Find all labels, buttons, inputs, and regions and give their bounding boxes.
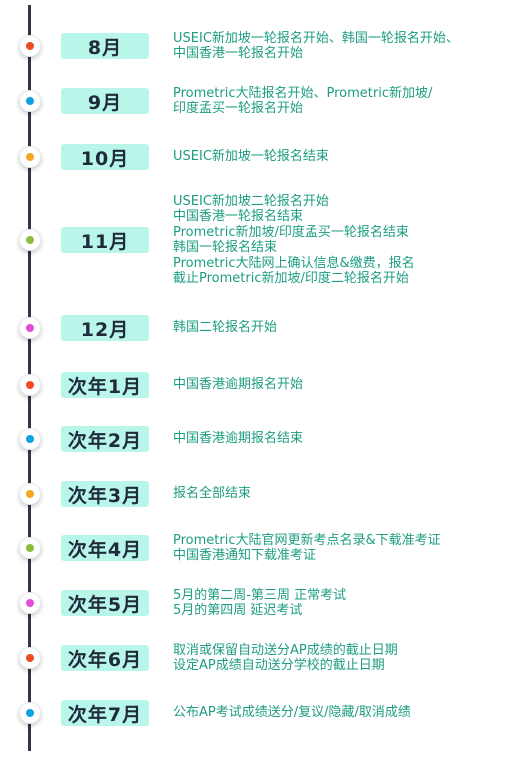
month-label: 次年1月 xyxy=(61,372,149,398)
timeline-dot xyxy=(19,483,41,505)
month-label: 次年4月 xyxy=(61,535,149,561)
event-line: 5月的第二周-第三周 正常考试 xyxy=(173,587,347,603)
event-description: 取消或保留自动送分AP成绩的截止日期设定AP成绩自动送分学校的截止日期 xyxy=(173,643,501,674)
timeline-dot-core xyxy=(26,153,34,161)
event-line: USEIC新加坡二轮报名开始 xyxy=(173,193,329,209)
month-label: 次年3月 xyxy=(61,481,149,507)
event-description: 韩国二轮报名开始 xyxy=(173,320,501,336)
event-line: Prometric大陆报名开始、Prometric新加坡/ xyxy=(173,85,433,101)
event-description: 中国香港逾期报名结束 xyxy=(173,431,501,447)
event-line: 韩国一轮报名结束 xyxy=(173,240,278,255)
month-label: 11月 xyxy=(61,227,149,253)
event-line: 印度孟买一轮报名开始 xyxy=(173,101,304,116)
event-description: 中国香港逾期报名开始 xyxy=(173,377,501,393)
timeline-dot xyxy=(19,146,41,168)
timeline-dot-core xyxy=(26,709,34,717)
timeline-dot xyxy=(19,702,41,724)
timeline-dot-core xyxy=(26,236,34,244)
timeline-dot xyxy=(19,428,41,450)
month-label: 12月 xyxy=(61,315,149,341)
event-line: 中国香港通知下载准考证 xyxy=(173,548,317,563)
month-label: 次年5月 xyxy=(61,590,149,616)
timeline-dot xyxy=(19,35,41,57)
month-label: 10月 xyxy=(61,144,149,170)
event-line: 中国香港逾期报名结束 xyxy=(173,431,304,447)
timeline-dot-core xyxy=(26,435,34,443)
timeline-dot-core xyxy=(26,490,34,498)
timeline-dot xyxy=(19,317,41,339)
timeline-dot xyxy=(19,374,41,396)
event-line: Prometric大陆网上确认信息&缴费，报名 xyxy=(173,255,415,271)
timeline-dot-core xyxy=(26,599,34,607)
month-label: 8月 xyxy=(61,33,149,59)
event-line: 中国香港一轮报名开始 xyxy=(173,46,304,61)
timeline-dot xyxy=(19,647,41,669)
timeline-dot-core xyxy=(26,544,34,552)
month-label: 次年2月 xyxy=(61,426,149,452)
timeline-dot-core xyxy=(26,42,34,50)
timeline-dot-core xyxy=(26,97,34,105)
event-description: 报名全部结束 xyxy=(173,486,501,502)
event-description: USEIC新加坡一轮报名结束 xyxy=(173,149,501,165)
timeline-dot xyxy=(19,537,41,559)
event-line: 公布AP考试成绩送分/复议/隐藏/取消成绩 xyxy=(173,705,411,721)
event-description: Prometric大陆官网更新考点名录&下载准考证中国香港通知下载准考证 xyxy=(173,533,501,564)
timeline-dot xyxy=(19,592,41,614)
event-description: Prometric大陆报名开始、Prometric新加坡/印度孟买一轮报名开始 xyxy=(173,86,501,117)
event-line: 5月的第四周 延迟考试 xyxy=(173,603,303,618)
timeline-dot-core xyxy=(26,324,34,332)
event-line: 截止Prometric新加坡/印度二轮报名开始 xyxy=(173,271,409,286)
month-label: 次年6月 xyxy=(61,645,149,671)
month-label: 9月 xyxy=(61,88,149,114)
timeline-dot-core xyxy=(26,381,34,389)
event-description: 公布AP考试成绩送分/复议/隐藏/取消成绩 xyxy=(173,705,501,721)
event-line: 韩国二轮报名开始 xyxy=(173,320,278,336)
event-line: Prometric新加坡/印度孟买一轮报名结束 xyxy=(173,224,409,240)
timeline-dot xyxy=(19,229,41,251)
timeline-dot-core xyxy=(26,654,34,662)
event-description: USEIC新加坡一轮报名开始、韩国一轮报名开始、中国香港一轮报名开始 xyxy=(173,31,501,62)
timeline-dot xyxy=(19,90,41,112)
event-line: 中国香港逾期报名开始 xyxy=(173,377,304,393)
event-line: USEIC新加坡一轮报名结束 xyxy=(173,149,329,165)
event-line: USEIC新加坡一轮报名开始、韩国一轮报名开始、 xyxy=(173,30,459,46)
event-line: 报名全部结束 xyxy=(173,486,252,502)
event-line: Prometric大陆官网更新考点名录&下载准考证 xyxy=(173,532,441,548)
month-label: 次年7月 xyxy=(61,700,149,726)
event-line: 取消或保留自动送分AP成绩的截止日期 xyxy=(173,642,398,658)
event-line: 中国香港一轮报名结束 xyxy=(173,209,304,224)
event-line: 设定AP成绩自动送分学校的截止日期 xyxy=(173,658,385,673)
